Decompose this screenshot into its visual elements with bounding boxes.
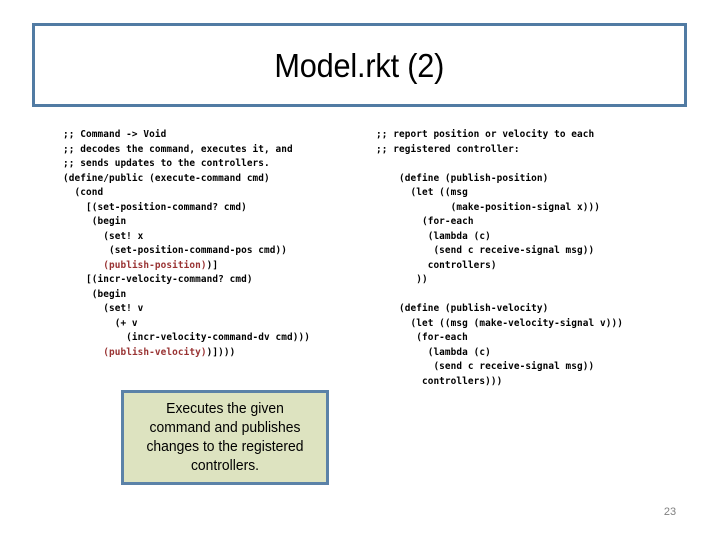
code-block-right: ;; report position or velocity to each;;… xyxy=(376,128,686,389)
code-text: )] xyxy=(206,259,219,271)
page-title: Model.rkt (2) xyxy=(274,46,445,84)
code-text: )]))) xyxy=(206,346,236,358)
code-left-line: ;; sends updates to the controllers. xyxy=(63,158,270,169)
code-right-line: (let ((msg xyxy=(376,187,468,198)
code-right-line: (lambda (c) xyxy=(376,346,491,358)
code-left-line: (set-position-command-pos cmd)) xyxy=(63,245,288,256)
code-right-line: controllers))) xyxy=(376,375,503,387)
code-right-line xyxy=(376,157,686,172)
code-right-line: (make-position-signal x))) xyxy=(376,201,601,213)
page-number: 23 xyxy=(663,506,677,518)
code-right-line: (for-each xyxy=(376,216,474,227)
code-left-line: ;; Command -> Void xyxy=(63,129,167,140)
code-left-line: (publish-position))] xyxy=(63,259,363,274)
code-left-line: (+ v xyxy=(63,317,138,329)
code-left-line: (begin xyxy=(63,288,127,300)
code-highlight: (publish-position) xyxy=(103,259,207,271)
code-right-line: (send c receive-signal msg)) xyxy=(376,361,595,372)
code-block-left: ;; Command -> Void ;; decodes the command… xyxy=(63,128,363,360)
code-right-line: (for-each xyxy=(376,332,468,343)
code-highlight: (publish-velocity) xyxy=(103,346,207,358)
code-right-line: ;; registered controller: xyxy=(376,143,520,155)
code-text xyxy=(63,260,103,271)
callout-text: Executes the given command and publishes… xyxy=(146,400,304,474)
code-right-line: (let ((msg (make-velocity-signal v))) xyxy=(376,317,624,329)
code-right-line: controllers) xyxy=(376,259,497,271)
code-left-line: (set! x xyxy=(63,230,144,242)
code-right-line: (send c receive-signal msg)) xyxy=(376,245,595,256)
code-left-line: (define/public (execute-command cmd) xyxy=(63,172,270,184)
code-left-line: (publish-velocity))]))) xyxy=(63,346,363,361)
code-right-line xyxy=(376,288,686,303)
code-right-line: ;; report position or velocity to each xyxy=(376,129,595,140)
code-left-line: (incr-velocity-command-dv cmd))) xyxy=(63,332,311,343)
code-right-line: (define (publish-velocity) xyxy=(376,303,549,314)
code-left-line: (begin xyxy=(63,216,127,227)
code-right-line: (define (publish-position) xyxy=(376,172,549,184)
code-left-line: (cond xyxy=(63,187,104,198)
code-left-line: [(incr-velocity-command? cmd) xyxy=(63,274,253,285)
code-right-line: (lambda (c) xyxy=(376,230,491,242)
slide-title-box: Model.rkt (2) xyxy=(32,23,687,107)
code-text xyxy=(63,347,103,358)
code-left-line: [(set-position-command? cmd) xyxy=(63,201,247,213)
code-left-line: ;; decodes the command, executes it, and xyxy=(63,143,293,155)
callout-box: Executes the given command and publishes… xyxy=(121,390,329,485)
code-left-line: (set! v xyxy=(63,303,144,314)
code-right-line: )) xyxy=(376,274,428,285)
